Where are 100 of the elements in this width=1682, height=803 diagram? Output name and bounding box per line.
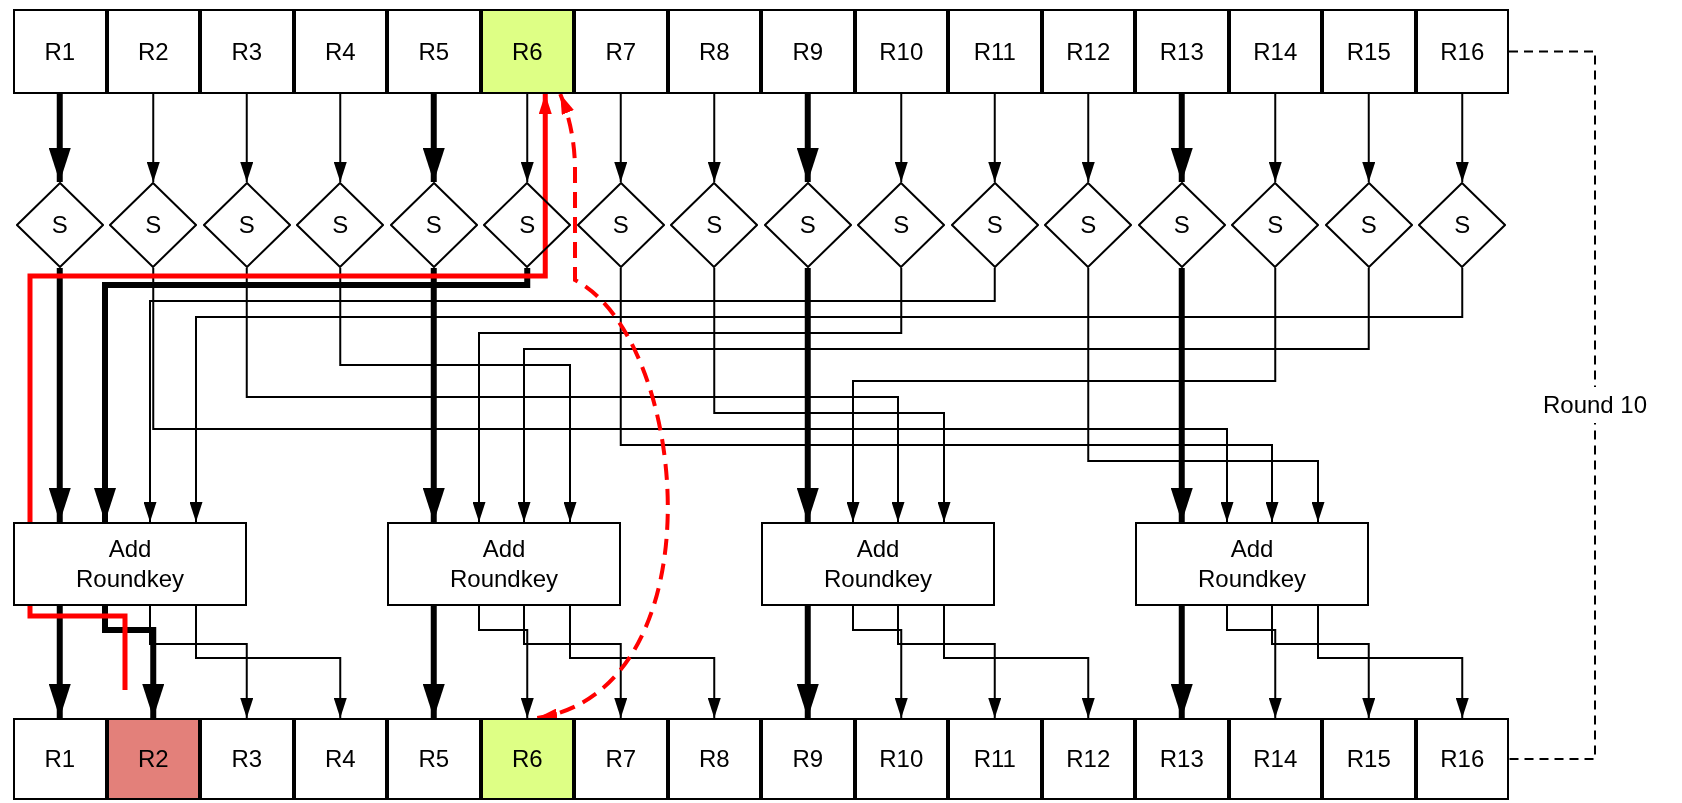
byte-register: R13 (1135, 9, 1229, 94)
arrow (796, 94, 819, 182)
byte-register: R1 (13, 718, 107, 800)
arrow (1455, 93, 1469, 183)
byte-register: R6 (480, 718, 574, 800)
arrow (339, 267, 577, 523)
arrow (523, 605, 628, 719)
arrow (195, 605, 347, 719)
arrow (149, 605, 254, 719)
sbox-label: S (425, 211, 442, 239)
arrow (1170, 94, 1193, 182)
arrow (943, 605, 1095, 719)
arrow (472, 267, 903, 523)
arrow (1170, 268, 1193, 522)
double-arrow (536, 93, 670, 720)
sbox-diamond (1231, 182, 1320, 268)
sbox-label: S (893, 211, 910, 239)
arrow (988, 93, 1002, 183)
byte-register: R10 (854, 9, 948, 94)
arrow (1362, 93, 1376, 183)
byte-register: R11 (948, 718, 1042, 800)
byte-register: R9 (761, 9, 855, 94)
sbox-label: S (612, 211, 629, 239)
byte-register: R3 (200, 9, 294, 94)
operation-block: Add Roundkey (1135, 522, 1369, 606)
sbox-label: S (519, 211, 536, 239)
sbox-diamond (202, 182, 291, 268)
arrow (520, 93, 534, 183)
arrow (713, 267, 951, 523)
byte-register: R16 (1415, 718, 1509, 800)
arrow (1170, 606, 1193, 718)
arrow (1087, 267, 1325, 523)
arrow (143, 267, 996, 523)
byte-register: R14 (1228, 718, 1322, 800)
byte-register: R3 (200, 718, 294, 800)
byte-register: R10 (854, 718, 948, 800)
arrow (846, 267, 1277, 523)
byte-register: R2 (106, 718, 200, 800)
byte-register: R13 (1135, 718, 1229, 800)
operation-block: Add Roundkey (761, 522, 995, 606)
arrow (102, 606, 165, 718)
sbox-diamond (576, 182, 665, 268)
sbox-diamond (1324, 182, 1413, 268)
arrow (1081, 93, 1095, 183)
byte-register: R11 (948, 9, 1042, 94)
arrow (27, 94, 552, 690)
sbox-diamond (950, 182, 1039, 268)
sbox-label: S (332, 211, 349, 239)
arrow (94, 268, 531, 522)
sbox-diamond (483, 182, 572, 268)
byte-register: R5 (387, 9, 481, 94)
arrow (1271, 605, 1376, 719)
sbox-diamond (1418, 182, 1507, 268)
sbox-diamond (670, 182, 759, 268)
byte-register: R5 (387, 718, 481, 800)
byte-register: R8 (667, 9, 761, 94)
byte-register: R2 (106, 9, 200, 94)
sbox-diamond (15, 182, 104, 268)
byte-register: R4 (293, 718, 387, 800)
arrow (422, 606, 445, 718)
arrow (1268, 93, 1282, 183)
arrow (333, 93, 347, 183)
arrow (152, 267, 1234, 523)
sbox-label: S (1173, 211, 1190, 239)
byte-register: R15 (1322, 718, 1416, 800)
arrow (245, 267, 905, 523)
byte-register: R7 (574, 9, 668, 94)
operation-block: Add Roundkey (387, 522, 621, 606)
arrow (796, 268, 819, 522)
arrow (1226, 605, 1282, 719)
arrow (189, 267, 1464, 523)
sbox-diamond (296, 182, 385, 268)
arrow (852, 605, 908, 719)
operation-block: Add Roundkey (13, 522, 247, 606)
sbox-label: S (986, 211, 1003, 239)
byte-register: R16 (1415, 9, 1509, 94)
sbox-label: S (799, 211, 816, 239)
sbox-label: S (51, 211, 68, 239)
connector-line (1508, 50, 1596, 760)
sbox-diamond (1137, 182, 1226, 268)
arrow (422, 268, 445, 522)
byte-register: R14 (1228, 9, 1322, 94)
byte-register: R6 (480, 9, 574, 94)
byte-register: R7 (574, 718, 668, 800)
sbox-label: S (1267, 211, 1284, 239)
sbox-label: S (706, 211, 723, 239)
sbox-label: S (1080, 211, 1097, 239)
sbox-diamond (763, 182, 852, 268)
sbox-diamond (857, 182, 946, 268)
arrow (897, 605, 1002, 719)
sbox-label: S (238, 211, 255, 239)
arrow (48, 268, 71, 522)
arrow (240, 93, 254, 183)
byte-register: R4 (293, 9, 387, 94)
byte-register: R12 (1041, 9, 1135, 94)
sbox-label: S (1454, 211, 1471, 239)
arrow (614, 93, 628, 183)
arrow (894, 93, 908, 183)
sbox-diamond (1044, 182, 1133, 268)
sbox-label: S (1360, 211, 1377, 239)
